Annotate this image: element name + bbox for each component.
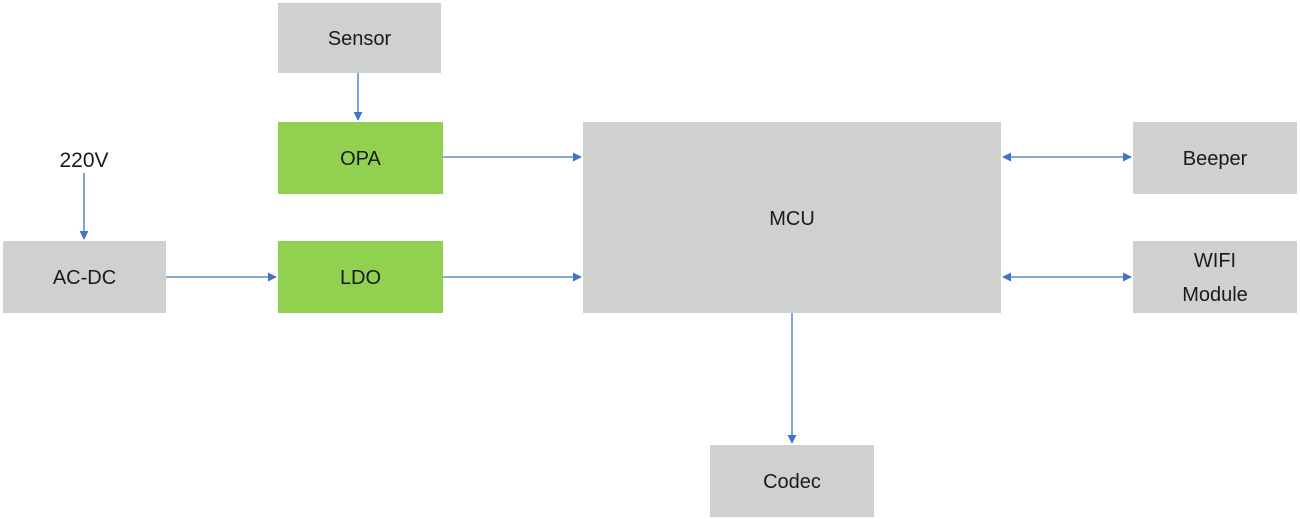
opa-label: OPA: [340, 148, 381, 170]
input-voltage-label: 220V: [59, 149, 108, 172]
beeper-label: Beeper: [1183, 148, 1248, 170]
acdc-block: AC-DC: [3, 241, 166, 313]
beeper-block: Beeper: [1133, 122, 1297, 194]
acdc-label: AC-DC: [53, 267, 116, 289]
opa-block: OPA: [278, 122, 443, 194]
mcu-label: MCU: [769, 208, 815, 230]
wifi-module-box: [1133, 241, 1297, 313]
mcu-block: MCU: [583, 122, 1001, 313]
sensor-block: Sensor: [278, 3, 441, 73]
ldo-box: [278, 241, 443, 313]
ldo-block: LDO: [278, 241, 443, 313]
acdc-box: [3, 241, 166, 313]
opa-box: [278, 122, 443, 194]
wifi-module-label-line1: WIFI: [1194, 250, 1236, 272]
ldo-label: LDO: [340, 267, 381, 289]
wifi-module-label-line2: Module: [1182, 284, 1248, 306]
connectors: [79, 73, 1132, 444]
codec-block: Codec: [710, 445, 874, 517]
mcu-box: [583, 122, 1001, 313]
wifi-module-block: WIFI Module: [1133, 241, 1297, 313]
sensor-label: Sensor: [328, 28, 392, 50]
sensor-box: [278, 3, 441, 73]
codec-box: [710, 445, 874, 517]
beeper-box: [1133, 122, 1297, 194]
codec-label: Codec: [763, 471, 821, 493]
